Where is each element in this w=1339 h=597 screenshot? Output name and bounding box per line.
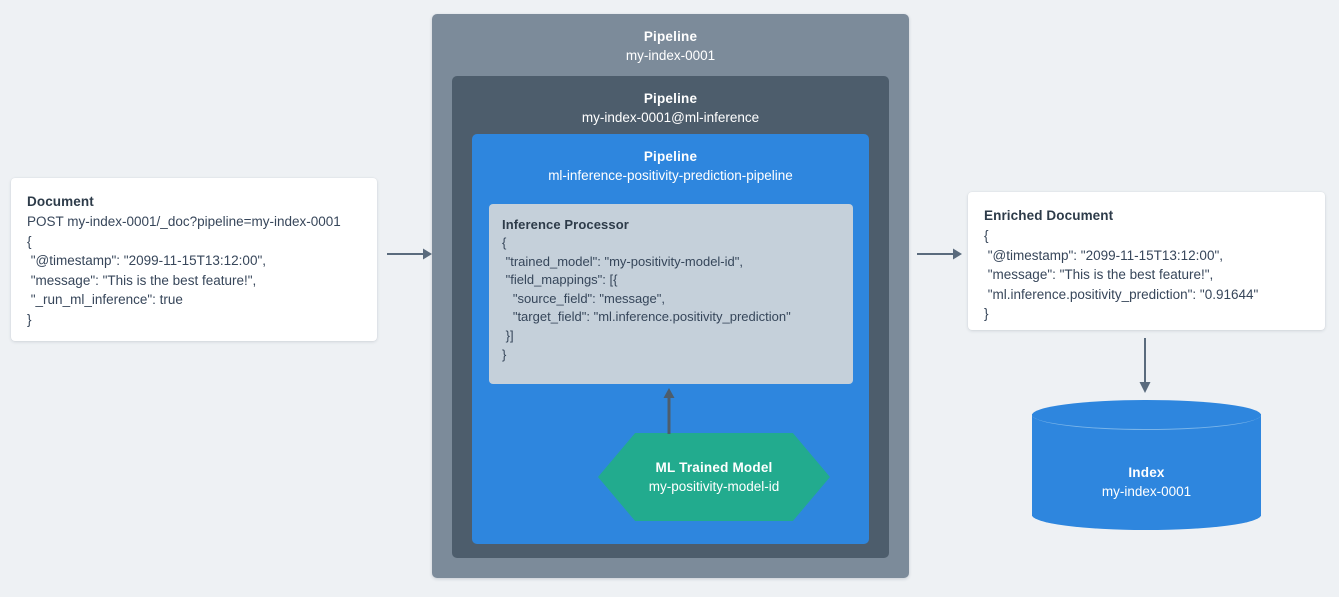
index-name: my-index-0001 [1101, 484, 1192, 499]
document-title: Document [27, 194, 94, 209]
pipeline-middle-kind: Pipeline [643, 91, 698, 106]
arrow-model-to-processor-icon [662, 388, 676, 439]
index-cylinder-body [1032, 414, 1261, 516]
inference-processor-title: Inference Processor [502, 217, 629, 232]
enriched-line-1: "@timestamp": "2099-11-15T13:12:00", [984, 247, 1223, 263]
processor-line-4: "target_field": "ml.inference.positivity… [502, 309, 791, 325]
pipeline-outer-kind: Pipeline [643, 29, 698, 44]
index-cylinder-top-ellipse [1032, 400, 1261, 430]
pipeline-outer-name: my-index-0001 [625, 48, 716, 63]
document-line-1: { [27, 233, 32, 249]
processor-line-1: "trained_model": "my-positivity-model-id… [502, 253, 743, 269]
document-line-2: "@timestamp": "2099-11-15T13:12:00", [27, 253, 266, 268]
enriched-line-3: "ml.inference.positivity_prediction": "0… [984, 286, 1259, 302]
processor-line-3: "source_field": "message", [502, 290, 665, 306]
index-title: Index [1128, 465, 1165, 480]
pipeline-inner-name: ml-inference-positivity-prediction-pipel… [548, 168, 793, 183]
document-card: Document POST my-index-0001/_doc?pipelin… [11, 178, 377, 341]
inference-processor-card: Inference Processor { "trained_model": "… [489, 204, 853, 384]
arrow-document-to-pipeline-icon [387, 247, 433, 266]
document-line-0: POST my-index-0001/_doc?pipeline=my-inde… [27, 214, 341, 229]
pipeline-outer-box: Pipeline my-index-0001 Pipeline my-index… [432, 14, 909, 578]
pipeline-middle-header: Pipeline my-index-0001@ml-inference [452, 76, 889, 128]
index-cylinder-bottom-ellipse [1032, 500, 1261, 530]
pipeline-middle-name: my-index-0001@ml-inference [581, 110, 760, 125]
index-cylinder-label: Index my-index-0001 [1032, 463, 1261, 501]
ml-model-name: my-positivity-model-id [648, 479, 780, 494]
document-line-5: } [27, 311, 32, 327]
document-line-4: "_run_ml_inference": true [27, 292, 183, 307]
pipeline-inner-header: Pipeline ml-inference-positivity-predict… [472, 134, 869, 186]
processor-line-0: { [502, 235, 507, 250]
index-cylinder: Index my-index-0001 [1032, 400, 1261, 530]
enriched-line-0: { [984, 228, 989, 243]
ml-model-title: ML Trained Model [655, 460, 773, 475]
processor-line-2: "field_mappings": [{ [502, 272, 618, 288]
pipeline-inner-kind: Pipeline [643, 149, 698, 164]
processor-line-6: } [502, 346, 507, 362]
arrow-enriched-to-index-icon [1138, 338, 1152, 399]
pipeline-inner-box: Pipeline ml-inference-positivity-predict… [472, 134, 869, 544]
enriched-line-2: "message": "This is the best feature!", [984, 267, 1214, 282]
pipeline-outer-header: Pipeline my-index-0001 [432, 14, 909, 66]
enriched-line-4: } [984, 306, 989, 321]
pipeline-middle-box: Pipeline my-index-0001@ml-inference Pipe… [452, 76, 889, 558]
arrow-pipeline-to-enriched-icon [917, 247, 963, 266]
processor-line-5: }] [502, 327, 514, 343]
document-line-3: "message": "This is the best feature!", [27, 272, 257, 288]
enriched-document-card: Enriched Document { "@timestamp": "2099-… [968, 192, 1325, 330]
enriched-document-title: Enriched Document [984, 208, 1114, 223]
ml-trained-model-hexagon: ML Trained Model my-positivity-model-id [598, 433, 830, 521]
